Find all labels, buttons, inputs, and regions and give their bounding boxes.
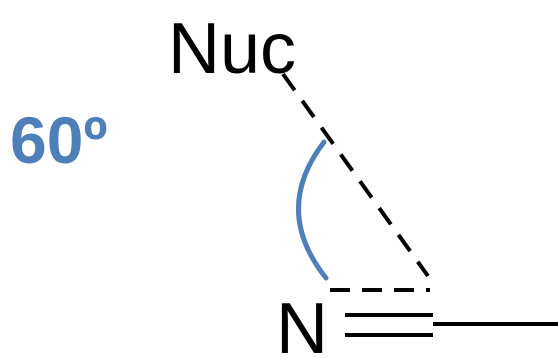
angle-label: 60º bbox=[10, 103, 108, 177]
nucleophile-label: Nuc bbox=[168, 9, 296, 89]
approach-trajectory-dashed-line bbox=[281, 72, 430, 278]
angle-arc bbox=[296, 139, 329, 281]
nitrogen-label: N bbox=[276, 289, 328, 358]
